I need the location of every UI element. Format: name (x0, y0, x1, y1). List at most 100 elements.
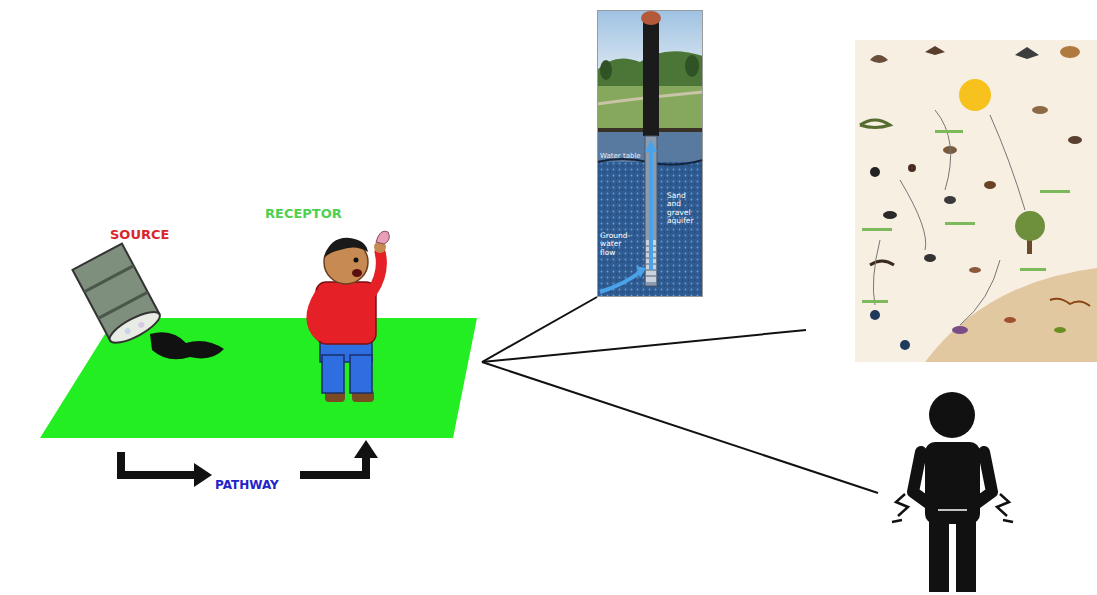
leader-line (482, 330, 806, 362)
tree (600, 60, 612, 80)
face (324, 240, 368, 284)
spill (150, 332, 224, 359)
arrowhead (354, 440, 378, 458)
water-arrowhead (645, 140, 657, 152)
ground-panel (40, 318, 477, 438)
scene-panel: SOURCE RECEPTOR PATHWAY (40, 200, 482, 510)
well-label: Ground-water flow (600, 232, 634, 257)
group-tag (935, 130, 963, 133)
microbe (870, 310, 880, 320)
source-label: SOURCE (110, 228, 169, 242)
eye (354, 258, 359, 263)
boy-illustration (313, 231, 390, 402)
connector-layer (482, 297, 597, 362)
organism (1004, 317, 1016, 323)
held-item (376, 231, 389, 244)
insect (944, 196, 956, 204)
shoe (352, 390, 374, 402)
well-label: Sand and gravel aquifer (667, 192, 701, 225)
tree (685, 55, 699, 77)
barrel-body (72, 244, 159, 341)
group-tag (1040, 190, 1070, 193)
organism (1054, 327, 1066, 333)
pain-mark (997, 494, 1009, 516)
barrel-contents (137, 321, 145, 329)
tree-crown (1015, 211, 1045, 241)
hair (324, 238, 368, 258)
leg (929, 515, 949, 592)
barrel-rings (84, 266, 148, 319)
leader-line (482, 362, 878, 493)
spider (870, 167, 880, 177)
well-illustration (597, 10, 703, 297)
connector-line (482, 297, 597, 362)
arrowhead (194, 463, 212, 487)
bird (1015, 47, 1039, 59)
arm (372, 252, 381, 292)
well-casing (643, 18, 659, 136)
pain-mark (896, 494, 908, 516)
pathway-arrow (300, 456, 366, 475)
head (929, 392, 975, 438)
sun (959, 79, 991, 111)
well-cap (641, 11, 661, 25)
pain-mark (1003, 520, 1013, 522)
sick-person-icon (892, 392, 1013, 592)
group-tag (862, 300, 888, 303)
hand (374, 241, 386, 253)
pathway-label: PATHWAY (215, 479, 279, 492)
food-web-illustration (855, 40, 1097, 362)
poster-background (855, 40, 1097, 362)
animal (1068, 136, 1082, 144)
shirt (316, 282, 376, 344)
arm (913, 452, 938, 510)
flow-arrowhead (636, 266, 646, 278)
flow-arrow (600, 272, 640, 292)
insect (908, 164, 916, 172)
well-label: Water table (600, 153, 641, 161)
soil (925, 268, 1097, 362)
insect (924, 254, 936, 262)
insect (969, 267, 981, 273)
fungus (952, 326, 968, 334)
group-tag (862, 228, 892, 231)
group-tag (945, 222, 975, 225)
food-web-arrows (873, 110, 1025, 325)
arm (313, 295, 321, 335)
fan-lines (482, 330, 878, 493)
barrel-opening (106, 306, 164, 348)
well-figure: Water tableSand and gravel aquiferGround… (597, 10, 703, 297)
pants (320, 340, 372, 362)
pain-mark (892, 520, 902, 522)
barrel (72, 244, 163, 349)
worm (870, 261, 894, 265)
pathway-arrow (121, 452, 196, 475)
insect (984, 181, 996, 189)
mouth (352, 269, 362, 277)
roots (1050, 299, 1090, 306)
pant-leg (350, 355, 372, 393)
insect (883, 211, 897, 219)
leg (956, 515, 976, 592)
animal (1032, 106, 1048, 114)
group-tag (1020, 268, 1046, 271)
microbe (900, 340, 910, 350)
receptor-label: RECEPTOR (265, 207, 342, 221)
hands (938, 509, 967, 511)
animal (870, 55, 888, 63)
bird (925, 46, 945, 55)
barrel-contents (124, 327, 132, 335)
image-border (598, 11, 703, 297)
water-rise (649, 150, 653, 270)
shoe (325, 390, 345, 402)
pathway-arrows (121, 440, 378, 487)
snake (860, 120, 890, 128)
arm (967, 452, 992, 510)
barrel-illustration (72, 244, 224, 360)
animal (1060, 46, 1080, 58)
pant-leg (322, 355, 344, 393)
